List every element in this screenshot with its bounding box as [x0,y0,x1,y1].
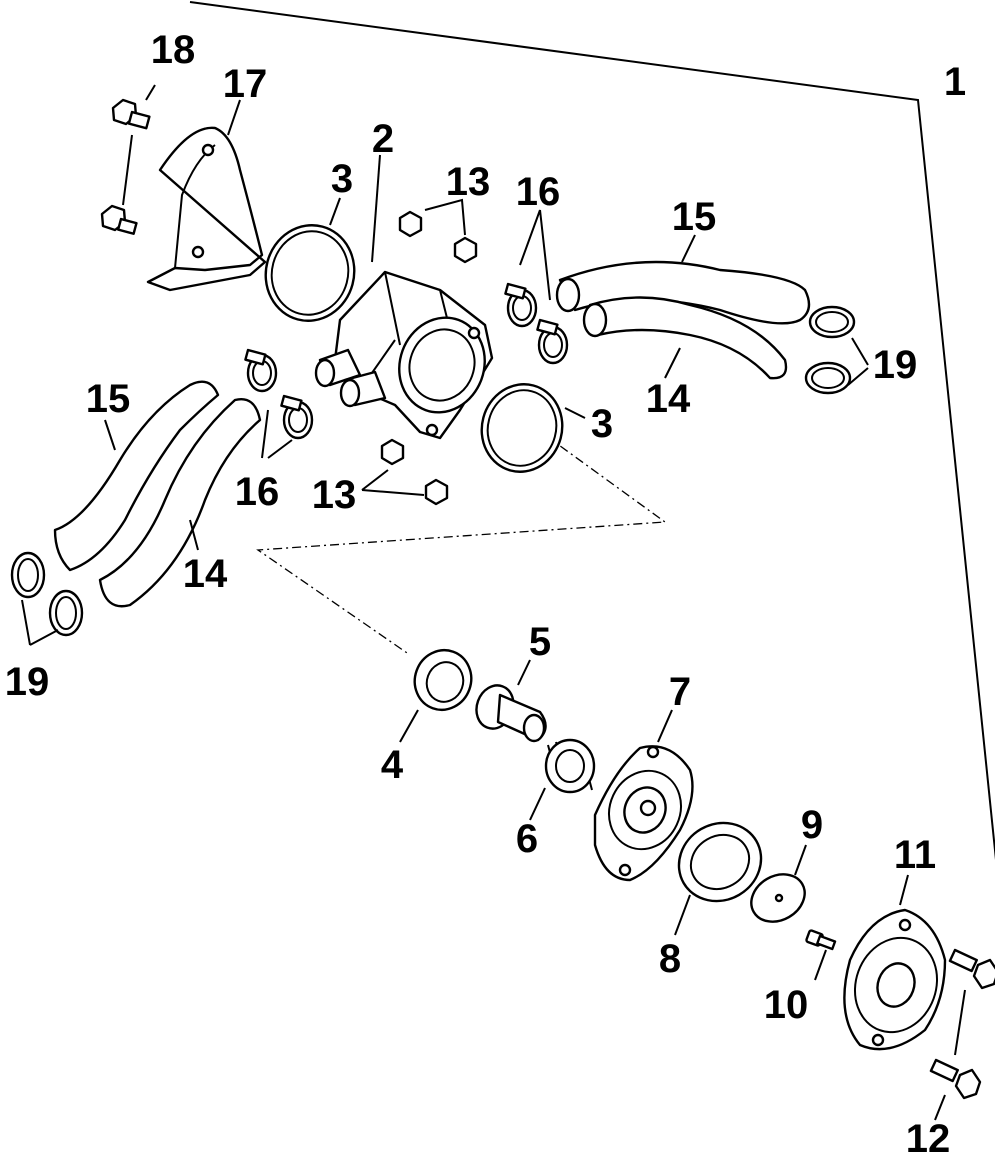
callout-11: 11 [894,833,936,877]
leader-15-left [104,419,116,451]
assembly-bracket-line [189,1,995,861]
callout-6: 6 [516,817,538,861]
diaphragm [750,873,806,923]
callout-15-right: 15 [672,195,717,239]
leader-13-upper [424,198,466,236]
cover-plate [593,745,694,882]
callout-16-left: 16 [235,470,280,514]
leader-8 [674,894,691,936]
callout-15-left: 15 [86,377,131,421]
leader-13-lower [361,469,425,496]
leader-3-upper [329,197,341,226]
leader-4 [399,709,419,743]
leader-7 [657,709,673,743]
callout-19-right: 19 [873,343,918,387]
leader-17 [227,99,241,136]
callout-1: 1 [944,60,966,104]
callout-16-right: 16 [516,170,561,214]
screw [805,929,837,951]
leader-15-right [681,234,696,263]
leader-16-left [261,409,293,459]
thermostat [475,684,547,743]
callout-3-upper: 3 [331,157,353,201]
hose-clamp-16-right-1 [504,282,538,328]
leader-6 [529,787,546,821]
hose-clamp-19-left-2 [48,589,84,637]
callout-7: 7 [669,670,691,714]
seal [413,649,473,711]
nut-lower-2 [424,478,449,506]
mounting-bracket [146,126,267,292]
hose-14-left [98,398,262,608]
callout-14-right: 14 [646,377,691,421]
callout-10: 10 [764,983,809,1027]
leader-19-right [847,337,869,386]
leader-16-right [519,209,551,301]
cover-bolt-lower [929,1058,982,1100]
hose-clamp-16-right-2 [536,318,569,365]
leader-11 [899,874,909,906]
bolt-lower [100,204,138,235]
nut-lower-1 [380,438,405,466]
hose-clamp-16-left-2 [280,394,314,440]
callout-18: 18 [151,28,196,72]
hose-clamp-19-right-2 [804,361,852,395]
callout-2: 2 [372,117,394,161]
callout-19-left: 19 [5,660,50,704]
assembly-centerline [256,434,667,656]
nut-upper-1 [398,210,423,238]
cover-bolt-upper [948,948,995,990]
leader-18 [122,84,156,206]
leader-3-lower [564,407,586,419]
bolt-upper [111,98,151,130]
leader-2 [371,154,381,263]
callout-14-left: 14 [183,552,228,596]
o-ring-upper [264,224,356,322]
leader-10 [814,949,827,981]
leader-14-right [664,347,681,379]
gasket [677,821,763,903]
leader-19-left [21,599,59,646]
hose-14-right [582,296,788,380]
leader-12 [934,989,966,1121]
callout-9: 9 [801,803,823,847]
leader-9 [794,844,807,876]
callout-13-lower: 13 [312,473,357,517]
spring [544,738,596,794]
outer-cover [843,908,947,1051]
leader-5 [517,659,531,686]
callout-4: 4 [381,743,404,787]
leader-14-left [189,519,199,551]
callout-3-lower: 3 [591,402,613,446]
callout-8: 8 [659,937,681,981]
hose-clamp-16-left-1 [244,348,278,393]
callout-5: 5 [529,620,551,664]
thermostat-housing [314,270,494,440]
hose-clamp-19-right-1 [808,305,856,339]
callout-12: 12 [906,1117,951,1154]
o-ring-lower [480,383,564,473]
callout-17: 17 [223,62,268,106]
callout-13-upper: 13 [446,160,491,204]
hose-15-left [53,380,220,572]
hose-clamp-19-left-1 [10,551,46,599]
nut-upper-2 [453,236,478,264]
